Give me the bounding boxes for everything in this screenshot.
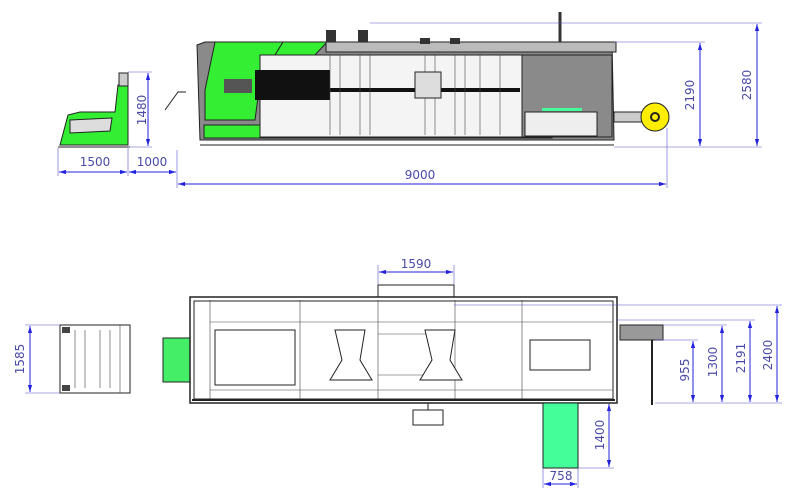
dim-label: 2400 <box>761 340 775 371</box>
dim-label: 1480 <box>135 95 149 126</box>
dim-label: 1585 <box>13 344 27 375</box>
dim-label: 758 <box>550 469 573 483</box>
output-conveyor <box>542 402 579 469</box>
control-box <box>412 409 444 426</box>
dim-label: 2191 <box>734 343 748 374</box>
side-stacker <box>58 72 130 148</box>
top-stacker <box>59 324 131 394</box>
top-main-frame <box>189 284 618 404</box>
dim-label: 1000 <box>137 155 168 169</box>
dim-label: 1590 <box>401 257 432 271</box>
dim-label: 1300 <box>706 347 720 378</box>
dim-right-stack: 955 1300 2191 2400 <box>454 304 782 404</box>
dim-label: 2190 <box>683 80 697 111</box>
side-main-machine <box>196 12 617 146</box>
dim-label: 2580 <box>740 70 754 101</box>
dim-9000: 9000 <box>178 128 668 188</box>
dim-2190-2580: 2190 2580 <box>370 22 762 148</box>
dim-label: 1400 <box>593 420 607 451</box>
side-arm <box>619 324 664 405</box>
dim-1500: 1500 1000 <box>57 148 178 188</box>
dim-1590: 1590 <box>377 257 455 285</box>
side-view: 1480 1500 1000 9000 2190 2580 <box>57 12 762 188</box>
dim-1480: 1480 <box>128 71 152 148</box>
dim-label: 955 <box>678 359 692 382</box>
infeed-green <box>162 337 191 383</box>
dim-1585: 1585 <box>13 324 60 394</box>
top-view: 1590 1585 955 1300 2191 2400 1400 <box>13 257 782 488</box>
infeed-arm <box>164 91 186 111</box>
dim-label: 9000 <box>405 168 436 182</box>
film-reel <box>613 102 670 132</box>
dim-1400-758: 1400 758 <box>542 404 614 488</box>
dim-label: 1500 <box>80 155 111 169</box>
